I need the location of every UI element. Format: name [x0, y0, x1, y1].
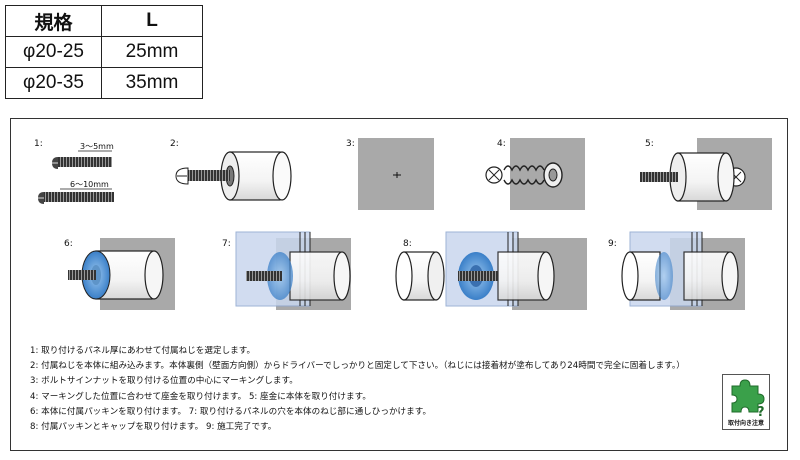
step-label: 3: — [346, 139, 355, 149]
badge-label: 取付向き注意 — [727, 420, 764, 427]
spec-header-length: L — [101, 5, 203, 37]
completed-assembly-icon — [621, 231, 745, 310]
long-screw-icon — [38, 188, 114, 204]
panel-hook-icon — [235, 231, 351, 310]
spec-cell-length: 35mm — [101, 67, 203, 99]
orientation-caution-badge: ? 取付向き注意 — [722, 374, 770, 430]
screw-dim-short: 3～5mm — [80, 142, 114, 151]
spec-table: 規格 L φ20-25 25mm φ20-35 35mm — [5, 5, 203, 99]
washer-mount-icon — [485, 138, 585, 210]
spec-header-size: 規格 — [5, 5, 102, 37]
step-label: 2: — [170, 139, 179, 149]
instruction-item: 6: 本体に付属パッキンを取り付けます。 7: 取り付けるパネルの穴を本体のねじ… — [30, 406, 432, 417]
instruction-panel — [10, 118, 788, 451]
instruction-list: 1: 取り付けるパネル厚にあわせて付属ねじを選定します。 2: 付属ねじを本体に… — [30, 344, 685, 435]
packing-on-body-icon — [68, 238, 175, 310]
step-label: 9: — [608, 239, 617, 249]
wall-marking-icon — [358, 138, 434, 210]
instruction-item: 4: マーキングした位置に合わせて座金を取り付けます。 5: 座金に本体を取り付… — [30, 391, 371, 402]
instruction-item: 3: ボルトサインナットを取り付ける位置の中心にマーキングします。 — [30, 376, 298, 387]
step-label: 1: — [34, 139, 43, 149]
puzzle-question-icon: ? — [731, 379, 765, 420]
step-label: 4: — [497, 139, 506, 149]
body-with-screw-icon — [175, 151, 292, 201]
step-label: 8: — [403, 239, 412, 249]
svg-text:?: ? — [757, 405, 765, 420]
instruction-item: 2: 付属ねじを本体に組み込みます。本体裏側（壁面方向側）からドライバーでしっか… — [30, 361, 685, 372]
step-label: 5: — [645, 139, 654, 149]
screw-dim-long: 6～10mm — [70, 180, 109, 189]
instruction-item: 8: 付属パッキンとキャップを取り付けます。 9: 施工完了です。 — [30, 422, 277, 433]
step-label: 7: — [222, 239, 231, 249]
spec-header-row: 規格 L — [5, 5, 203, 37]
cap-and-packing-icon — [395, 231, 587, 310]
spec-cell-size: φ20-35 — [5, 67, 102, 99]
step-label: 6: — [64, 239, 73, 249]
spec-row: φ20-35 35mm — [5, 67, 203, 99]
body-on-washer-icon — [640, 138, 772, 210]
short-screw-icon — [52, 150, 112, 169]
instruction-item: 1: 取り付けるパネル厚にあわせて付属ねじを選定します。 — [30, 346, 256, 356]
